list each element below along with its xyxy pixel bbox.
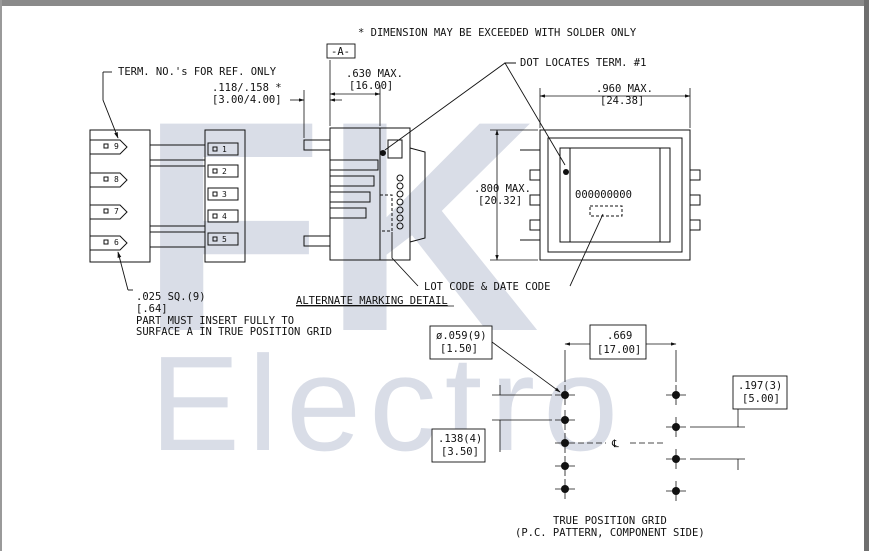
bobbin-side-view xyxy=(303,127,426,261)
watermark-word: Electro xyxy=(150,328,626,479)
datum-box xyxy=(326,43,356,59)
width-mm: [24.38] xyxy=(600,95,644,107)
pin-label-6: 6 xyxy=(114,238,119,247)
bobbin-top-view xyxy=(89,129,246,263)
dot-leader-front xyxy=(504,62,566,166)
pin-sq-in: .025 SQ.(9) xyxy=(136,291,206,303)
marking-code: 000000000 xyxy=(575,189,632,201)
pin-sq-mm: [.64] xyxy=(136,303,168,315)
pin-label-5: 5 xyxy=(222,235,227,244)
pin-label-4: 4 xyxy=(222,212,227,221)
grid-subtitle: (P.C. PATTERN, COMPONENT SIDE) xyxy=(515,527,705,539)
insert-note-1: PART MUST INSERT FULLY TO xyxy=(136,315,294,327)
height-mm: [20.32] xyxy=(478,195,522,207)
right-edge xyxy=(864,0,869,551)
pin-label-9: 9 xyxy=(114,142,119,151)
hole-leader xyxy=(491,341,561,393)
pitch-r-mm: [5.00] xyxy=(742,393,780,405)
pitch-l-box xyxy=(431,428,486,463)
pin-label-2: 2 xyxy=(222,167,227,176)
hole-in: ø.059(9) xyxy=(436,330,487,342)
term1-dot-side xyxy=(380,150,386,156)
term-ref-leader xyxy=(102,72,119,139)
top-bar xyxy=(0,0,869,6)
lot-leader-side xyxy=(391,232,419,287)
solder-note: * DIMENSION MAY BE EXCEEDED WITH SOLDER … xyxy=(358,27,637,39)
width-in: .960 MAX. xyxy=(596,83,653,95)
pin-label-1: 1 xyxy=(222,145,227,154)
pin-label-3: 3 xyxy=(222,190,227,199)
bobbin-front-view xyxy=(520,129,701,261)
lot-leader-front xyxy=(569,213,604,287)
left-edge xyxy=(0,0,2,551)
row-space-in: .669 xyxy=(607,330,632,342)
dot-note: DOT LOCATES TERM. #1 xyxy=(520,57,646,69)
alt-marking-title: ALTERNATE MARKING DETAIL xyxy=(296,295,448,307)
datum-label: -A- xyxy=(331,46,350,58)
lot-code-note: LOT CODE & DATE CODE xyxy=(424,281,550,293)
term1-dot-front xyxy=(563,169,569,175)
pitch-l-in: .138(4) xyxy=(438,433,482,445)
row-space-mm: [17.00] xyxy=(597,344,641,356)
pitch-r-box xyxy=(732,375,788,410)
pin-label-7: 7 xyxy=(114,207,119,216)
grid-title: TRUE POSITION GRID xyxy=(553,515,667,527)
row-space-box xyxy=(589,324,647,360)
hole-box xyxy=(429,325,493,360)
pin-label-8: 8 xyxy=(114,175,119,184)
pin-sq-leader xyxy=(117,251,129,291)
depth-in: .630 MAX. xyxy=(346,68,403,80)
height-in: .800 MAX. xyxy=(474,183,531,195)
pitch-r-in: .197(3) xyxy=(738,380,782,392)
pin-len-in: .118/.158 * xyxy=(212,82,282,94)
hole-mm: [1.50] xyxy=(440,343,478,355)
pin-len-mm: [3.00/4.00] xyxy=(212,94,282,106)
watermark: FK Electro xyxy=(140,58,626,479)
term-ref-note: TERM. NO.'s FOR REF. ONLY xyxy=(118,66,277,78)
insert-note-2: SURFACE A IN TRUE POSITION GRID xyxy=(136,326,332,338)
depth-mm: [16.00] xyxy=(349,80,393,92)
centerline-symbol: ℄ xyxy=(611,438,619,450)
pitch-l-mm: [3.50] xyxy=(441,446,479,458)
grid-holes xyxy=(561,391,680,495)
